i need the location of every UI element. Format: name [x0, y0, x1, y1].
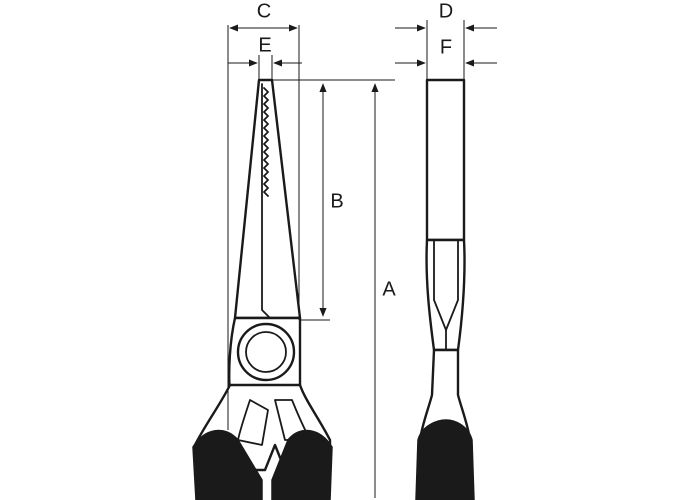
- side-body-line-right: [445, 239, 459, 331]
- dimension-label-b: B: [330, 190, 343, 212]
- dimension-label-f: F: [440, 36, 452, 58]
- side-grip: [415, 419, 475, 500]
- dimension-label-a: A: [382, 278, 396, 300]
- front-grip-right: [271, 429, 333, 500]
- side-jaw: [425, 78, 466, 242]
- front-jaw-serration: [263, 87, 269, 197]
- pliers-side-view: [415, 78, 475, 500]
- dimension-label-c: C: [257, 0, 271, 22]
- front-pivot-inner: [245, 331, 287, 373]
- pliers-front-view: [192, 78, 333, 500]
- dimension-label-e: E: [258, 34, 271, 56]
- front-grip-left: [192, 429, 263, 500]
- front-jaw-inner-line: [261, 83, 271, 319]
- front-handle-window: [237, 399, 269, 446]
- dimension-label-d: D: [439, 0, 453, 22]
